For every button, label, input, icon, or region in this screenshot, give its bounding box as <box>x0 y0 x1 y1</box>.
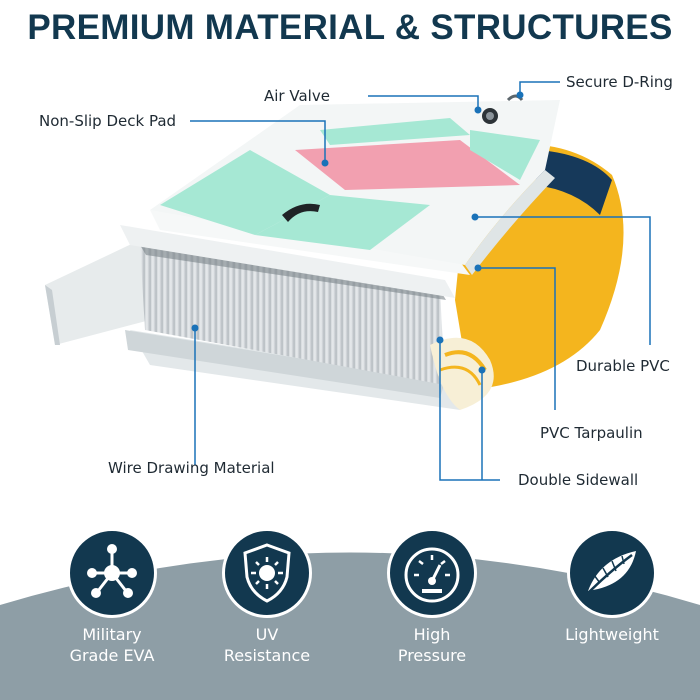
feature-label-line2: Pressure <box>397 646 467 665</box>
molecule-icon <box>87 544 137 598</box>
feature-military-grade-eva: Military Grade EVA <box>42 528 182 688</box>
callout-non-slip-deck-pad: Non-Slip Deck Pad <box>39 112 177 130</box>
deck-pad-right <box>470 130 540 180</box>
feature-label-line1: Military <box>82 625 142 644</box>
callout-wire-drawing-material: Wire Drawing Material <box>108 459 275 477</box>
d-ring-graphic <box>506 94 524 102</box>
feature-label-line1: High <box>413 625 451 644</box>
feather-icon <box>583 551 636 598</box>
page-title: PREMIUM MATERIAL & STRUCTURES <box>27 8 673 47</box>
callout-durable-pvc: Durable PVC <box>576 357 670 375</box>
callout-secure-d-ring: Secure D-Ring <box>566 73 673 91</box>
callout-double-sidewall: Double Sidewall <box>518 471 639 489</box>
sun-shield-icon <box>243 543 291 603</box>
feature-label-line1: UV <box>255 625 279 644</box>
feature-label-line2: Resistance <box>223 646 311 665</box>
left-fabric-flap <box>45 240 150 345</box>
pressure-gauge-icon <box>404 547 460 603</box>
deck-pad-top <box>320 118 470 145</box>
feature-label-line1: Lightweight <box>565 625 659 644</box>
left-fabric-flap-edge <box>45 285 60 345</box>
callout-air-valve: Air Valve <box>264 87 330 105</box>
side-rail-navy <box>535 150 612 215</box>
feature-uv-resistance: UV Resistance <box>197 528 337 688</box>
feature-high-pressure: High Pressure <box>362 528 502 688</box>
bottom-layer-edge <box>125 330 445 398</box>
feature-lightweight: Lightweight <box>542 528 682 688</box>
deck-pad-pink <box>295 140 520 190</box>
carry-handle <box>282 203 320 222</box>
feature-label-line2: Grade EVA <box>69 646 155 665</box>
callout-pvc-tarpaulin: PVC Tarpaulin <box>540 424 643 442</box>
middle-layer <box>120 225 455 298</box>
features-band <box>0 552 700 700</box>
deck-pad-bottom <box>255 195 430 250</box>
